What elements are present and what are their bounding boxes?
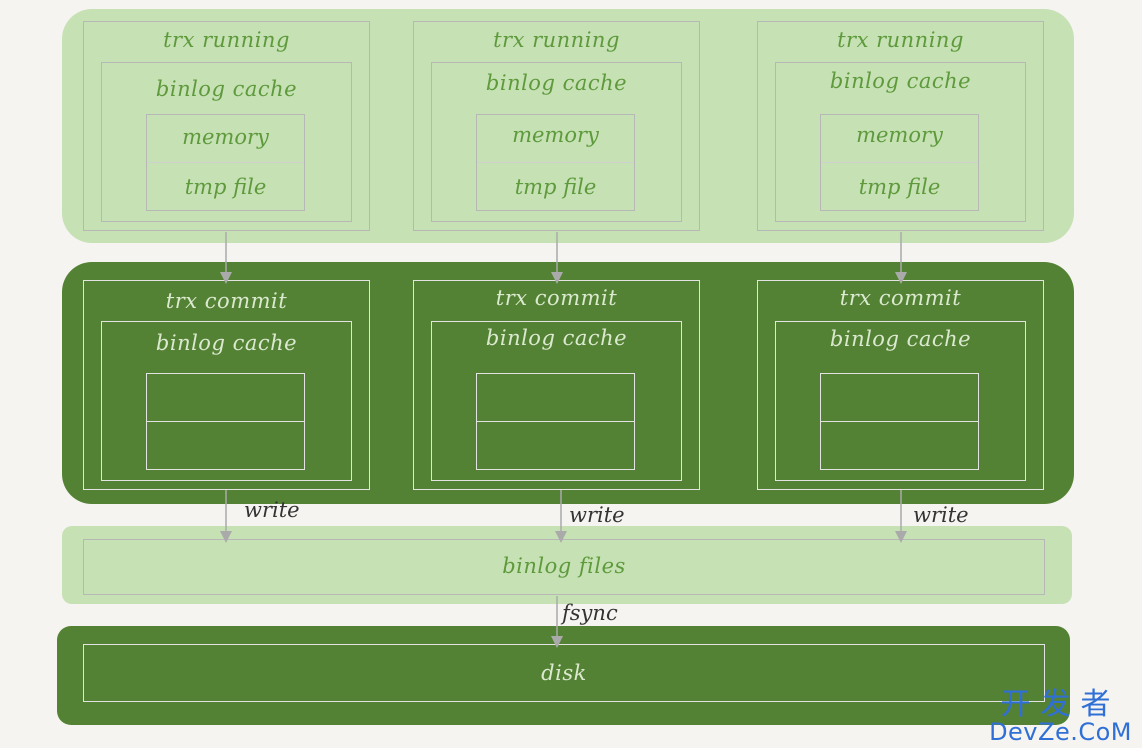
cell-divider bbox=[821, 421, 978, 422]
cell-divider bbox=[147, 421, 304, 422]
binlog-cache-box: binlog cache bbox=[431, 321, 682, 481]
disk-band: disk bbox=[57, 626, 1070, 725]
trx-commit-box-2: trx commit binlog cache bbox=[413, 280, 700, 490]
binlog-cache-box: binlog cache memory tmp file bbox=[101, 62, 352, 222]
trx-commit-label: trx commit bbox=[839, 286, 962, 310]
trx-running-box-1: trx running binlog cache memory tmp file bbox=[83, 21, 370, 231]
binlog-cache-label: binlog cache bbox=[155, 331, 298, 355]
binlog-cache-box: binlog cache memory tmp file bbox=[775, 62, 1026, 222]
trx-running-label: trx running bbox=[493, 28, 620, 52]
binlog-cache-label: binlog cache bbox=[485, 326, 628, 350]
tmp-file-cell: tmp file bbox=[858, 175, 941, 199]
write-label-2: write bbox=[569, 503, 625, 527]
binlog-cache-box: binlog cache bbox=[101, 321, 352, 481]
trx-running-label: trx running bbox=[837, 28, 964, 52]
binlog-files-label: binlog files bbox=[502, 554, 626, 578]
write-label-1: write bbox=[244, 498, 300, 522]
trx-commit-box-1: trx commit binlog cache bbox=[83, 280, 370, 490]
cell-divider bbox=[477, 421, 634, 422]
binlog-cache-label: binlog cache bbox=[155, 77, 298, 101]
tmp-file-cell: tmp file bbox=[514, 175, 597, 199]
trx-running-band: trx running binlog cache memory tmp file… bbox=[62, 9, 1074, 243]
cache-storage-box bbox=[146, 373, 305, 470]
disk-box: disk bbox=[83, 644, 1045, 702]
disk-label: disk bbox=[541, 661, 587, 685]
tmp-file-cell: tmp file bbox=[184, 175, 267, 199]
binlog-cache-label: binlog cache bbox=[829, 69, 972, 93]
cell-divider bbox=[147, 162, 304, 163]
cell-divider bbox=[821, 162, 978, 163]
trx-commit-label: trx commit bbox=[495, 286, 618, 310]
trx-commit-band: trx commit binlog cache trx commit binlo… bbox=[62, 262, 1074, 504]
memory-cell: memory bbox=[182, 125, 269, 149]
binlog-cache-box: binlog cache bbox=[775, 321, 1026, 481]
trx-running-box-3: trx running binlog cache memory tmp file bbox=[757, 21, 1044, 231]
trx-commit-box-3: trx commit binlog cache bbox=[757, 280, 1044, 490]
trx-running-label: trx running bbox=[163, 28, 290, 52]
memory-cell: memory bbox=[856, 123, 943, 147]
watermark-logo: 开发者 DevZe.CoM bbox=[989, 687, 1132, 746]
binlog-cache-box: binlog cache memory tmp file bbox=[431, 62, 682, 222]
binlog-cache-label: binlog cache bbox=[485, 71, 628, 95]
cell-divider bbox=[477, 162, 634, 163]
write-label-3: write bbox=[913, 503, 969, 527]
cache-storage-box: memory tmp file bbox=[476, 114, 635, 211]
trx-running-box-2: trx running binlog cache memory tmp file bbox=[413, 21, 700, 231]
cache-storage-box bbox=[820, 373, 979, 470]
watermark-en: DevZe.CoM bbox=[989, 718, 1132, 746]
cache-storage-box bbox=[476, 373, 635, 470]
memory-cell: memory bbox=[512, 123, 599, 147]
watermark-cn: 开发者 bbox=[1000, 687, 1121, 722]
cache-storage-box: memory tmp file bbox=[820, 114, 979, 211]
trx-commit-label: trx commit bbox=[165, 289, 288, 313]
binlog-cache-label: binlog cache bbox=[829, 327, 972, 351]
cache-storage-box: memory tmp file bbox=[146, 114, 305, 211]
fsync-label: fsync bbox=[562, 601, 618, 625]
